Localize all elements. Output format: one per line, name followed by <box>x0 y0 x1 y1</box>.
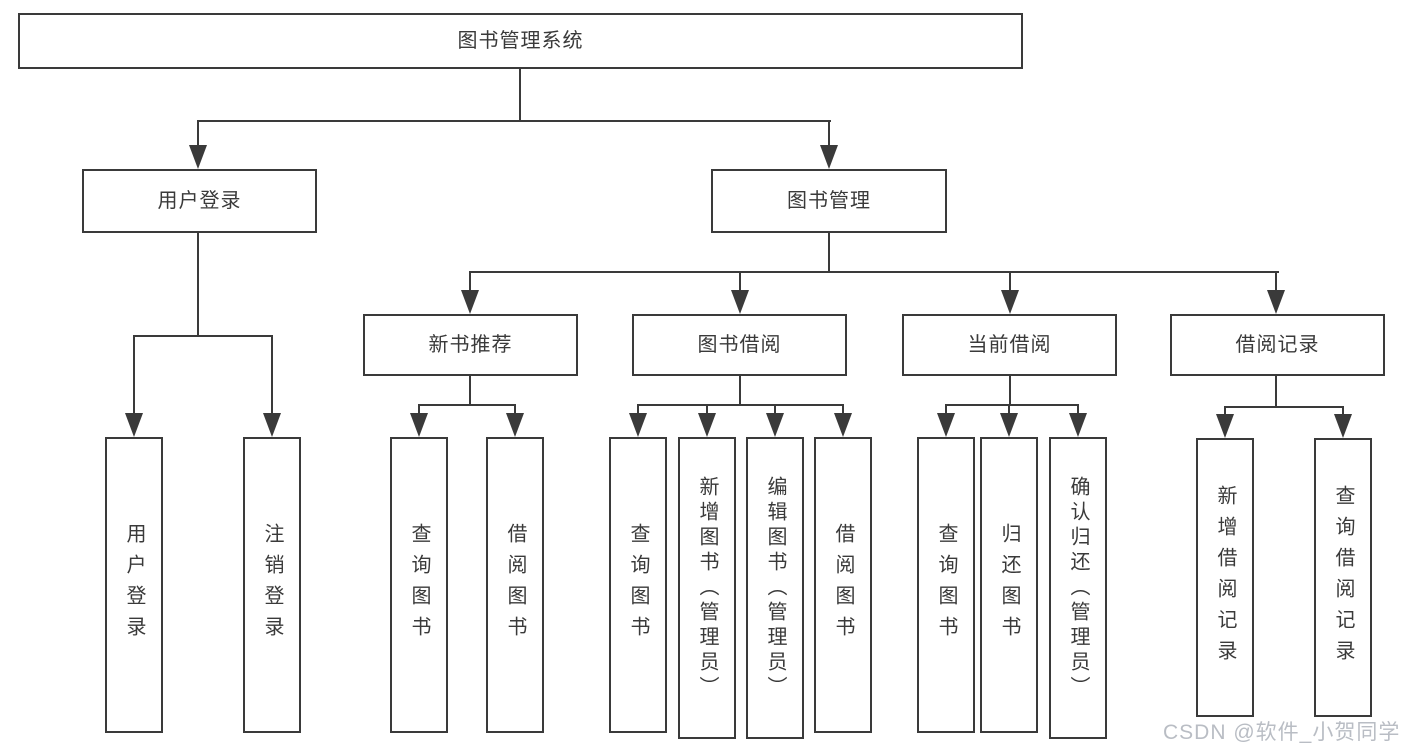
leaf-label: 新增借阅记录 <box>1214 484 1236 671</box>
arrowhead-down-icon <box>506 413 524 437</box>
arrowhead-down-icon <box>410 413 428 437</box>
arrowhead-down-icon <box>461 290 479 314</box>
leaf-borrow-books-recommend: 借阅图书 <box>486 437 544 733</box>
arrowhead-down-icon <box>698 413 716 437</box>
connector-line <box>469 271 471 290</box>
leaf-confirm-return-admin: 确认归还（管理员） <box>1049 437 1107 739</box>
connector-line <box>1275 271 1277 290</box>
leaf-query-borrow-record: 查询借阅记录 <box>1314 438 1372 717</box>
node-library-system: 图书管理系统 <box>18 13 1023 69</box>
node-label: 图书管理系统 <box>457 30 584 52</box>
node-label: 新书推荐 <box>428 334 513 356</box>
connector-line <box>828 120 830 146</box>
leaf-query-books-current: 查询图书 <box>917 437 975 733</box>
leaf-label: 新增图书（管理员） <box>696 475 718 701</box>
leaf-label: 借阅图书 <box>504 523 526 647</box>
arrowhead-down-icon <box>1216 414 1234 438</box>
connector-line <box>828 233 830 273</box>
arrowhead-down-icon <box>189 145 207 169</box>
arrowhead-down-icon <box>1000 413 1018 437</box>
connector-line <box>514 404 516 413</box>
leaf-label: 查询借阅记录 <box>1332 484 1354 671</box>
leaf-label: 确认归还（管理员） <box>1067 475 1089 701</box>
connector-line <box>1009 376 1011 406</box>
connector-line <box>1009 271 1011 290</box>
arrowhead-down-icon <box>1001 290 1019 314</box>
arrowhead-down-icon <box>820 145 838 169</box>
connector-line <box>1275 376 1277 408</box>
connector-line <box>1224 406 1344 408</box>
connector-line <box>133 335 273 337</box>
arrowhead-down-icon <box>937 413 955 437</box>
leaf-add-borrow-record: 新增借阅记录 <box>1196 438 1254 717</box>
leaf-add-book-admin: 新增图书（管理员） <box>678 437 736 739</box>
node-label: 图书借阅 <box>697 334 782 356</box>
connector-line <box>469 271 1279 273</box>
connector-line <box>418 404 420 413</box>
leaf-label: 查询图书 <box>627 523 649 647</box>
leaf-borrow-books: 借阅图书 <box>814 437 872 733</box>
leaf-query-books-borrow: 查询图书 <box>609 437 667 733</box>
arrowhead-down-icon <box>731 290 749 314</box>
leaf-label: 编辑图书（管理员） <box>764 475 786 701</box>
node-current-borrow: 当前借阅 <box>902 314 1117 376</box>
arrowhead-down-icon <box>1267 290 1285 314</box>
connector-line <box>133 335 135 413</box>
leaf-user-login: 用户登录 <box>105 437 163 733</box>
arrowhead-down-icon <box>834 413 852 437</box>
connector-line <box>1342 406 1344 414</box>
leaf-logout: 注销登录 <box>243 437 301 733</box>
connector-line <box>637 404 844 406</box>
connector-line <box>519 69 521 121</box>
connector-line <box>418 404 516 406</box>
connector-line <box>945 404 947 413</box>
connector-line <box>469 376 471 406</box>
node-label: 借阅记录 <box>1235 334 1320 356</box>
node-label: 用户登录 <box>157 190 242 212</box>
leaf-label: 查询图书 <box>935 523 957 647</box>
connector-line <box>842 404 844 413</box>
connector-line <box>945 404 1079 406</box>
leaf-label: 注销登录 <box>261 523 283 647</box>
connector-line <box>271 335 273 413</box>
arrowhead-down-icon <box>263 413 281 437</box>
node-new-book-recommend: 新书推荐 <box>363 314 578 376</box>
connector-line <box>739 271 741 290</box>
arrowhead-down-icon <box>1069 413 1087 437</box>
leaf-edit-book-admin: 编辑图书（管理员） <box>746 437 804 739</box>
connector-line <box>1224 406 1226 414</box>
node-book-management: 图书管理 <box>711 169 947 233</box>
connector-line <box>197 233 199 335</box>
watermark: CSDN @软件_小贺同学 <box>1163 721 1401 744</box>
arrowhead-down-icon <box>629 413 647 437</box>
leaf-return-book: 归还图书 <box>980 437 1038 733</box>
connector-line <box>1077 404 1079 413</box>
connector-line <box>197 120 831 122</box>
node-book-borrow: 图书借阅 <box>632 314 847 376</box>
connector-line <box>197 120 199 146</box>
node-borrow-records: 借阅记录 <box>1170 314 1385 376</box>
leaf-query-books-recommend: 查询图书 <box>390 437 448 733</box>
leaf-label: 用户登录 <box>123 523 145 647</box>
connector-line <box>706 404 708 413</box>
connector-line <box>1008 404 1010 413</box>
leaf-label: 借阅图书 <box>832 523 854 647</box>
connector-line <box>739 376 741 406</box>
arrowhead-down-icon <box>1334 414 1352 438</box>
arrowhead-down-icon <box>766 413 784 437</box>
leaf-label: 查询图书 <box>408 523 430 647</box>
node-label: 图书管理 <box>787 190 871 212</box>
connector-line <box>637 404 639 413</box>
node-label: 当前借阅 <box>967 334 1052 356</box>
node-user-login: 用户登录 <box>82 169 317 233</box>
leaf-label: 归还图书 <box>998 523 1020 647</box>
arrowhead-down-icon <box>125 413 143 437</box>
connector-line <box>774 404 776 413</box>
